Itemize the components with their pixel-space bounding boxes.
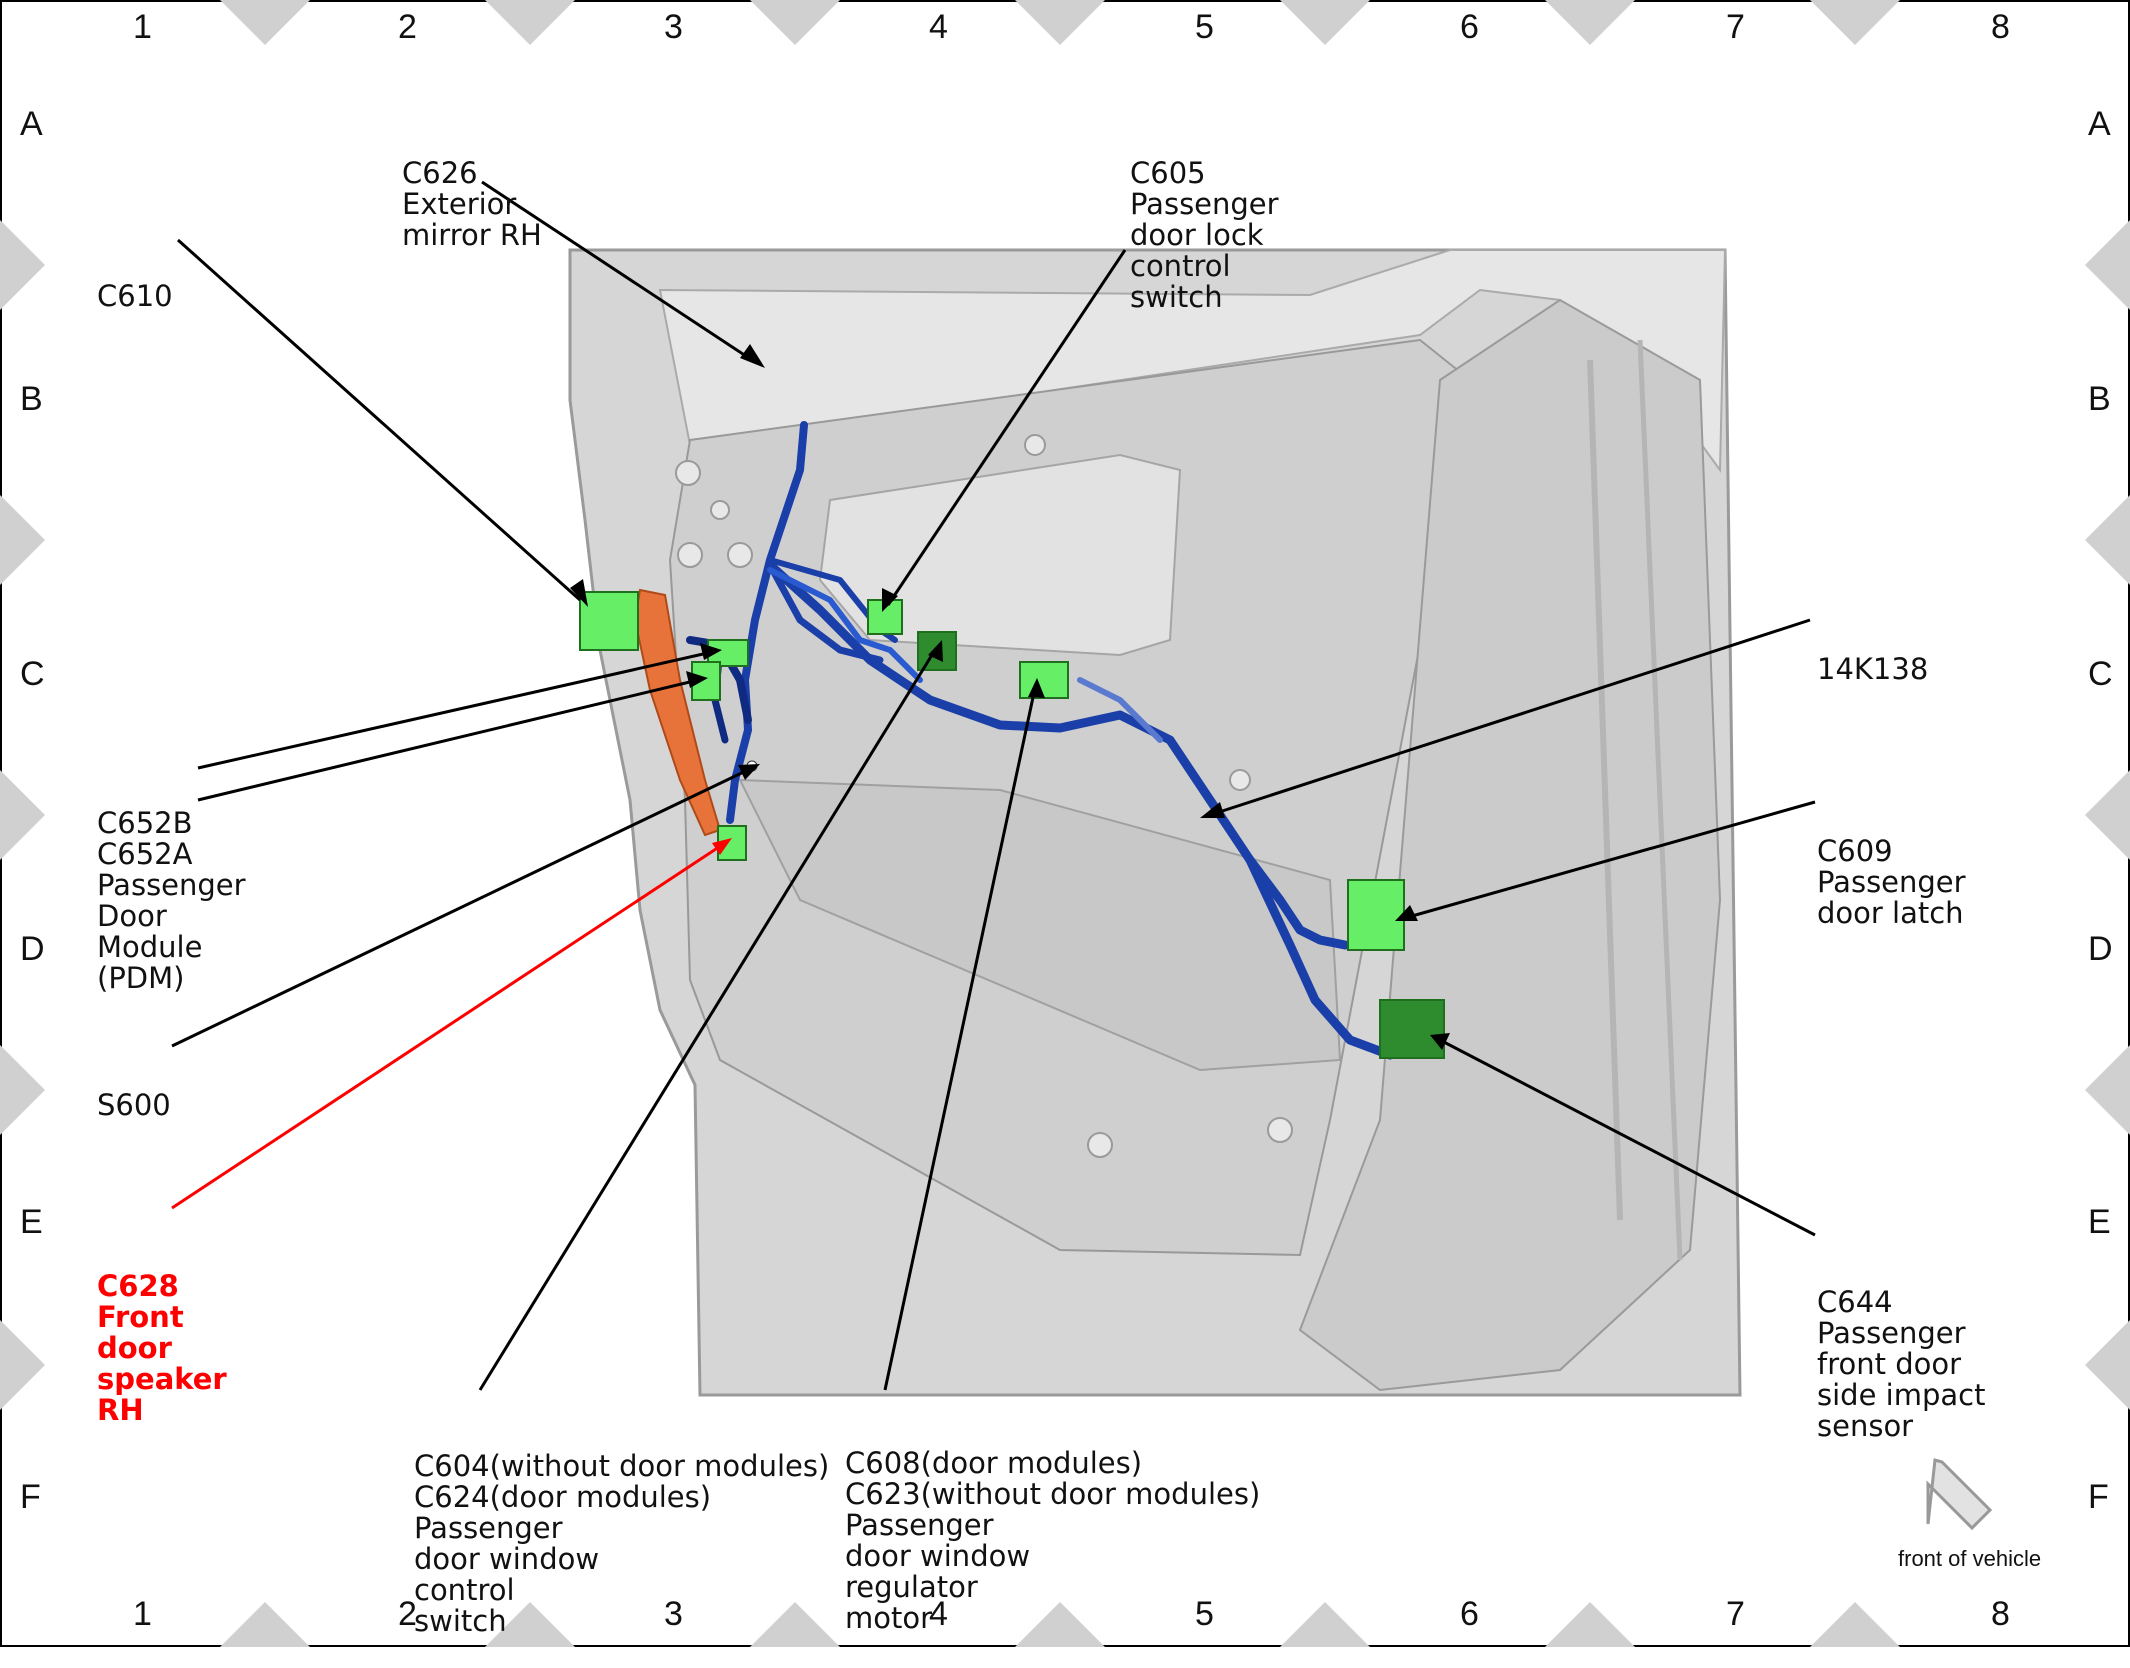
grid-row-b-left: B — [20, 380, 43, 418]
front-of-vehicle-note: front of vehicle — [1898, 1546, 2042, 1571]
grid-row-a-left: A — [20, 105, 43, 143]
grid-col-1-top: 1 — [133, 8, 152, 46]
grid-col-5-bottom: 5 — [1195, 1595, 1214, 1633]
grid-row-d-left: D — [20, 930, 45, 968]
grid-col-1-bottom: 1 — [133, 1595, 152, 1633]
arrowheads — [570, 344, 1450, 1050]
leader-line-c628 — [171, 841, 726, 1210]
speaker-foam — [633, 588, 722, 837]
connector-c644 — [1379, 999, 1445, 1059]
label-c608-c623: C608(door modules)C623(without door modu… — [845, 1446, 1261, 1635]
label-s600: S600 — [97, 1088, 171, 1122]
connector-c608 — [1019, 661, 1069, 699]
grid-col-4-top: 4 — [929, 8, 948, 46]
label-14k138: 14K138 — [1817, 652, 1929, 686]
grid-col-8-top: 8 — [1991, 8, 2010, 46]
grid-col-3-top: 3 — [664, 8, 683, 46]
grid-col-6-top: 6 — [1460, 8, 1479, 46]
grid-row-d-right: D — [2088, 930, 2113, 968]
label-c604-c624: C604(without door modules)C624(door modu… — [414, 1449, 830, 1638]
grid-col-4-bottom: 4 — [929, 1595, 948, 1633]
grid-row-e-left: E — [20, 1203, 43, 1241]
grid-row-c-left: C — [20, 655, 45, 693]
grid-row-f-right: F — [2088, 1478, 2109, 1516]
front-arrow-icon — [1926, 1458, 1993, 1531]
grid-row-b-right: B — [2088, 380, 2111, 418]
arrowhead-c628 — [712, 838, 732, 855]
leader-lines — [171, 180, 1816, 1391]
connector-c609 — [1347, 879, 1405, 951]
grid-col-7-bottom: 7 — [1726, 1595, 1745, 1633]
grid-col-7-top: 7 — [1726, 8, 1745, 46]
grid-col-2-bottom: 2 — [398, 1595, 417, 1633]
grid-col-3-bottom: 3 — [664, 1595, 683, 1633]
wiring-harness — [686, 421, 1395, 1060]
connector-c610 — [579, 591, 639, 651]
grid-col-6-bottom: 6 — [1460, 1595, 1479, 1633]
label-c610: C610 — [97, 279, 173, 313]
grid-col-5-top: 5 — [1195, 8, 1214, 46]
grid-col-8-bottom: 8 — [1991, 1595, 2010, 1633]
grid-row-a-right: A — [2088, 105, 2111, 143]
grid-row-c-right: C — [2088, 655, 2113, 693]
grid-row-e-right: E — [2088, 1203, 2111, 1241]
grid-col-2-top: 2 — [398, 8, 417, 46]
door-panel — [568, 248, 1742, 1397]
grid-row-f-left: F — [20, 1478, 41, 1516]
